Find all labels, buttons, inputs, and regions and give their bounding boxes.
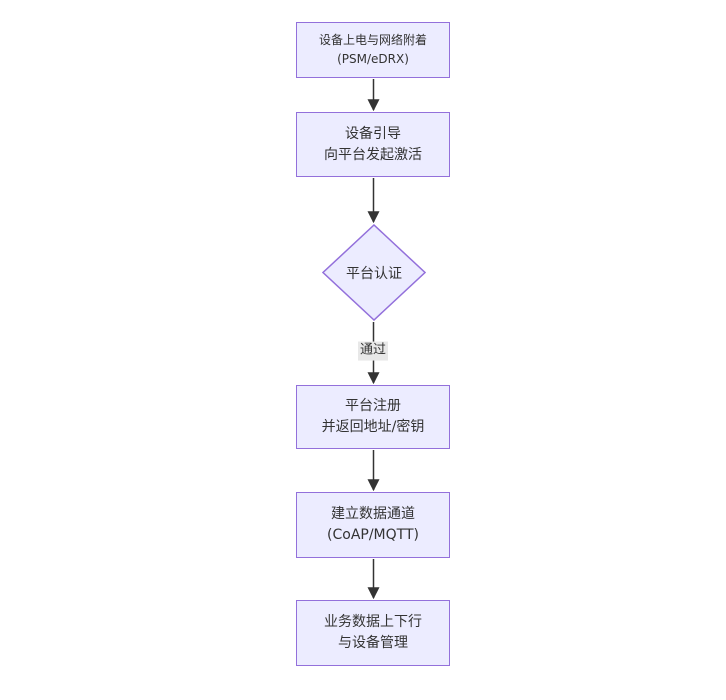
node-text-line: 平台注册 <box>345 398 401 414</box>
node-platform-register: 平台注册 并返回地址/密钥 <box>296 385 450 449</box>
node-text-line: 设备引导 <box>345 125 401 142</box>
node-data-channel: 建立数据通道 (CoAP/MQTT) <box>296 492 450 558</box>
node-device-power-attach: 设备上电与网络附着 (PSM/eDRX) <box>296 22 450 78</box>
node-platform-auth-decision: 平台认证 <box>322 224 426 321</box>
node-text-line: (PSM/eDRX) <box>337 52 409 66</box>
node-text-line: 建立数据通道 <box>331 506 415 522</box>
node-text-line: 设备上电与网络附着 <box>318 33 427 48</box>
diamond-shape <box>322 224 426 321</box>
node-device-bootstrap: 设备引导 向平台发起激活 <box>296 112 450 177</box>
node-text-line: 向平台发起激活 <box>324 146 422 163</box>
node-text-line: 并返回地址/密钥 <box>321 419 425 435</box>
node-business-data: 业务数据上下行 与设备管理 <box>296 600 450 666</box>
edge-label-pass: 通过 <box>357 341 389 361</box>
node-text-line: (CoAP/MQTT) <box>327 527 419 543</box>
node-text-line: 与设备管理 <box>338 635 408 651</box>
node-text-line: 业务数据上下行 <box>324 614 422 630</box>
node-text-line: 平台认证 <box>346 265 402 282</box>
